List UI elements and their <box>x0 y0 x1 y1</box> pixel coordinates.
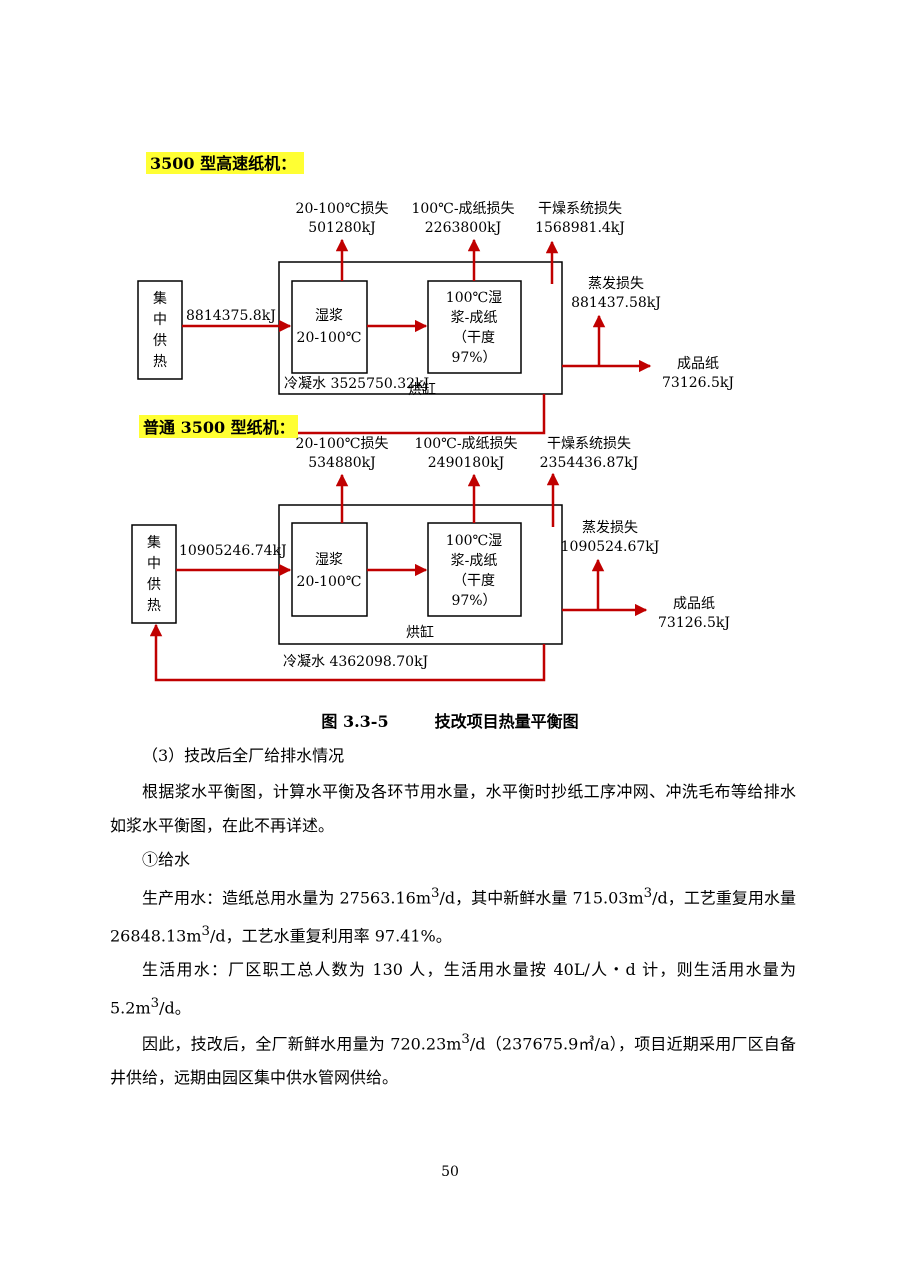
bottom-section-highlight <box>139 415 298 438</box>
paragraph-domestic-water: 生活用水：厂区职工总人数为 130 人，生活用水量按 40L/人・d 计，则生活… <box>110 960 796 1018</box>
paragraph-total-water: 因此，技改后，全厂新鲜水用量为 720.23m3/d（237675.9㎥/a），… <box>110 1032 796 1088</box>
top-product-name: 成品纸 <box>677 356 719 372</box>
bottom-loss-1-name: 20-100℃损失 <box>296 436 389 452</box>
top-section-label: 3500 型高速纸机： <box>150 154 296 173</box>
bottom-section-label: 普通 3500 型纸机： <box>143 418 295 437</box>
top-loss-2-name: 100℃-成纸损失 <box>411 201 514 217</box>
bottom-stage-2-line: （干度 <box>453 573 495 589</box>
top-stage-1-title: 湿浆 <box>315 308 343 324</box>
top-loss-3-name: 干燥系统损失 <box>538 201 622 217</box>
top-heat-input: 8814375.8kJ <box>186 308 276 324</box>
figure-caption: 图 3.3-5 技改项目热量平衡图 <box>0 708 900 732</box>
bottom-stage-1-box <box>291 522 368 617</box>
bottom-heat-supply-box <box>131 524 177 624</box>
bottom-stage-2-line: 浆-成纸 <box>451 553 498 569</box>
figure-number: 图 3.3-5 <box>321 712 389 731</box>
top-dryer-label: 烘缸 <box>408 381 436 398</box>
top-diagram: 3500 型高速纸机： 20-100℃损失 501280kJ 100℃-成纸损失… <box>137 152 734 435</box>
paragraph-production-water: 生产用水：造纸总用水量为 27563.16m3/d，其中新鲜水量 715.03m… <box>110 886 796 946</box>
figure-title: 技改项目热量平衡图 <box>434 712 579 731</box>
bottom-loss-3-value: 2354436.87kJ <box>540 455 639 471</box>
bottom-stage-1-range: 20-100℃ <box>297 574 362 590</box>
top-loss-3-value: 1568981.4kJ <box>535 220 625 236</box>
page-number: 50 <box>441 1164 459 1180</box>
bottom-condensate-return-arrow <box>149 623 546 682</box>
bottom-heat-supply-char: 中 <box>147 556 161 572</box>
top-stage-2-line: 97%） <box>451 350 496 366</box>
bottom-loss-2-value: 2490180kJ <box>428 455 504 471</box>
bottom-loss-2-name: 100℃-成纸损失 <box>414 436 517 452</box>
bottom-heat-supply-char: 集 <box>147 534 161 551</box>
top-heat-supply-char: 集 <box>153 290 167 307</box>
bottom-evap-name: 蒸发损失 <box>582 520 638 536</box>
section-heading: （3）技改后全厂给排水情况 <box>142 746 345 765</box>
top-loss-1-value: 501280kJ <box>308 220 376 236</box>
bottom-heat-input: 10905246.74kJ <box>179 543 287 559</box>
top-evap-value: 881437.58kJ <box>571 295 661 311</box>
top-section-highlight <box>146 152 304 174</box>
top-heat-supply-char: 中 <box>153 312 167 328</box>
bottom-product-name: 成品纸 <box>673 596 715 612</box>
top-loss-1-name: 20-100℃损失 <box>296 201 389 217</box>
top-stage-1-box <box>291 280 368 374</box>
top-heat-supply-box <box>137 280 183 380</box>
top-dryer-box <box>278 261 563 395</box>
top-product-value: 73126.5kJ <box>662 375 734 391</box>
bottom-heat-supply-char: 热 <box>147 598 161 614</box>
bottom-loss-1-value: 534880kJ <box>308 455 376 471</box>
bottom-stage-2-line: 100℃湿 <box>446 533 502 549</box>
bottom-loss-3-name: 干燥系统损失 <box>547 436 631 452</box>
top-condensate-label: 冷凝水 3525750.32kJ <box>284 376 429 392</box>
top-stage-1-range: 20-100℃ <box>297 330 362 346</box>
top-stage-2-line: 浆-成纸 <box>451 310 498 326</box>
bottom-stage-1-title: 湿浆 <box>315 552 343 568</box>
top-evap-name: 蒸发损失 <box>588 276 644 292</box>
subheading-water-supply: ①给水 <box>142 850 191 869</box>
top-stage-2-line: （干度 <box>453 330 495 346</box>
top-loss-2-value: 2263800kJ <box>425 220 501 236</box>
bottom-diagram: 普通 3500 型纸机： 20-100℃损失 534880kJ 100℃-成纸损… <box>131 415 730 682</box>
bottom-condensate-label: 冷凝水 4362098.70kJ <box>283 654 428 670</box>
bottom-evap-value: 1090524.67kJ <box>561 539 660 555</box>
bottom-dryer-label: 烘缸 <box>406 624 434 641</box>
top-heat-supply-char: 供 <box>153 333 167 349</box>
top-heat-supply-char: 热 <box>153 354 167 370</box>
bottom-product-value: 73126.5kJ <box>658 615 730 631</box>
paragraph-water-balance: 根据浆水平衡图，计算水平衡及各环节用水量，水平衡时抄纸工序冲网、冲洗毛布等给排水… <box>110 782 796 835</box>
bottom-heat-supply-char: 供 <box>147 577 161 593</box>
bottom-stage-2-line: 97%） <box>451 593 496 609</box>
top-stage-2-line: 100℃湿 <box>446 290 502 306</box>
heat-balance-diagram: 3500 型高速纸机： 20-100℃损失 501280kJ 100℃-成纸损失… <box>131 152 734 682</box>
